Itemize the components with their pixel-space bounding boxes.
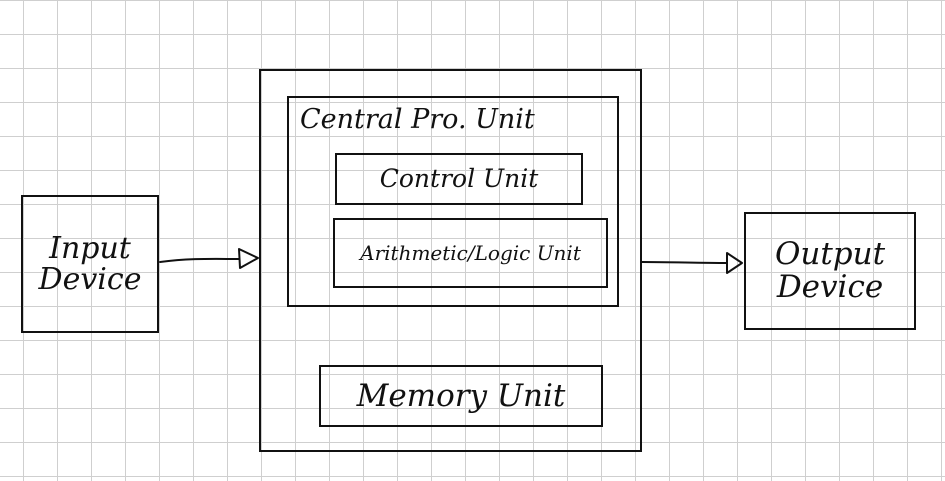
alu-label: Arithmetic/Logic Unit xyxy=(360,240,581,265)
control-unit-label-wrap: Control Unit xyxy=(337,155,581,203)
computer-to-output-arrow xyxy=(641,261,728,264)
input-device-box: Input Device xyxy=(21,195,159,333)
input-device-label-line2: Device xyxy=(38,262,142,297)
output-device-box: Output Device xyxy=(744,212,916,330)
computer-to-output-arrowhead xyxy=(726,252,743,274)
input-to-computer-arrowhead xyxy=(238,248,259,269)
output-device-label-line1: Output xyxy=(774,236,886,273)
memory-unit-label-wrap: Memory Unit xyxy=(321,367,601,425)
output-device-label-line2: Device xyxy=(776,269,884,305)
input-device-label: Input Device xyxy=(23,197,157,331)
control-unit-box: Control Unit xyxy=(335,153,583,205)
alu-label-wrap: Arithmetic/Logic Unit xyxy=(335,220,606,286)
input-to-computer-arrow xyxy=(159,257,240,263)
cpu-box: Central Pro. Unit xyxy=(287,96,619,307)
input-device-label-line1: Input xyxy=(49,230,131,266)
cpu-title: Central Pro. Unit xyxy=(300,104,535,135)
computer-box xyxy=(259,69,642,452)
output-device-label: Output Device xyxy=(746,214,914,328)
control-unit-label: Control Unit xyxy=(379,163,539,193)
alu-box: Arithmetic/Logic Unit xyxy=(333,218,608,288)
memory-unit-box: Memory Unit xyxy=(319,365,603,427)
memory-unit-label: Memory Unit xyxy=(356,377,566,414)
